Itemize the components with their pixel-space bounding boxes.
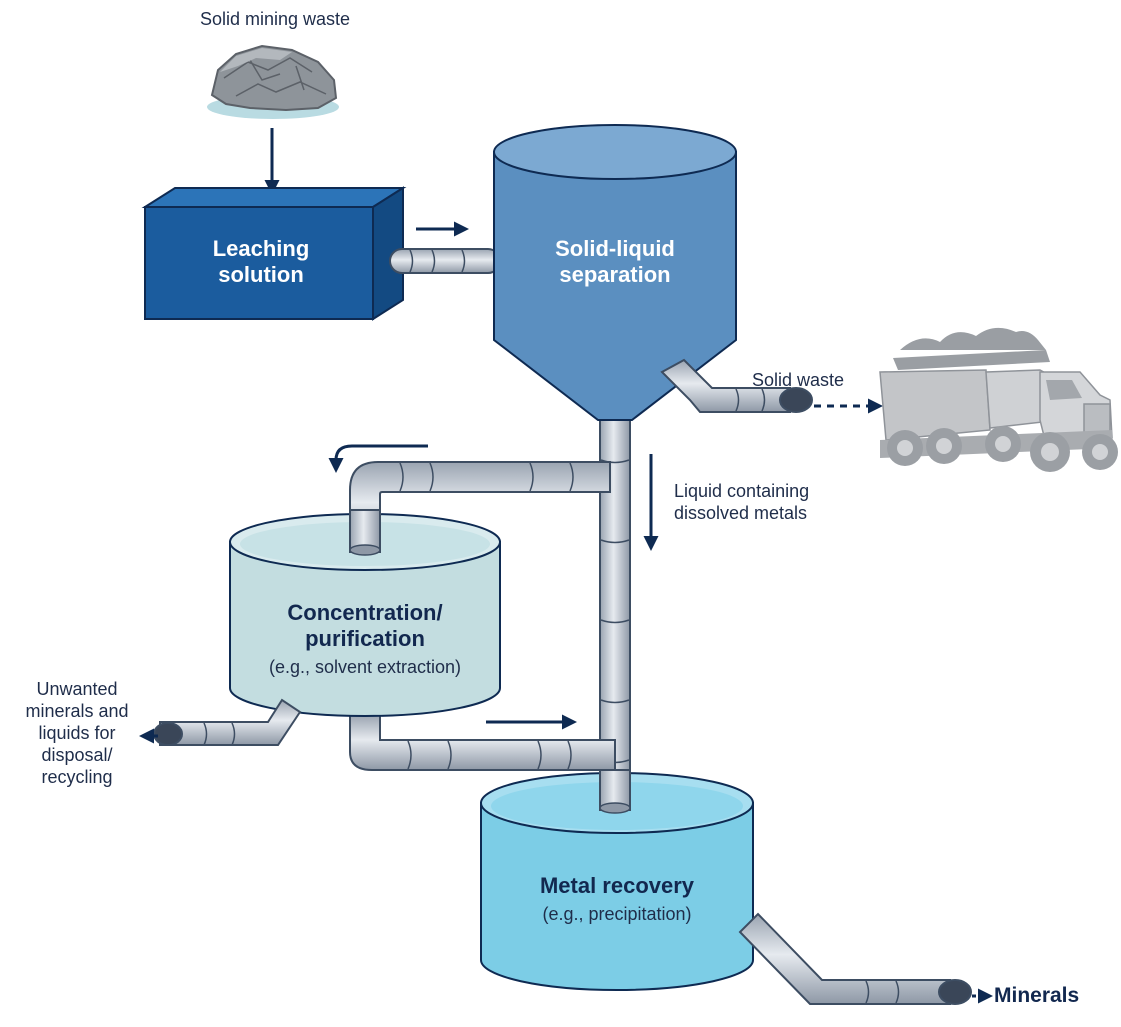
label-unwanted-minerals: Unwanted minerals and liquids for dispos… [25,679,129,787]
leaching-box [141,186,407,321]
pipe-solid-waste [660,358,813,413]
label-solid-mining-waste: Solid mining waste [199,9,351,29]
label-metal-recovery-sub: (e.g., precipitation) [542,904,692,924]
label-leaching-solution: Leaching solution [212,236,310,287]
rock-icon [207,44,339,119]
label-liquid-dissolved-metals: Liquid containing dissolved metals [674,481,810,523]
label-concentration-sub: (e.g., solvent extraction) [268,657,462,677]
pipe-leach-to-separation [389,248,501,274]
label-minerals: Minerals [994,984,1080,1007]
pipe-minerals [738,912,972,1005]
concentration-tank [229,509,501,717]
label-metal-recovery: Metal recovery [539,873,695,898]
metal-recovery-tank [480,769,754,991]
label-concentration-purification: Concentration/ purification [287,600,443,651]
label-solid-waste: Solid waste [752,370,845,390]
dump-truck-icon [879,327,1118,472]
separation-hopper [493,124,737,421]
arrow-to-concentration [328,444,428,473]
label-solid-liquid-separation: Solid-liquid separation [555,236,675,287]
pipe-unwanted [153,698,302,746]
